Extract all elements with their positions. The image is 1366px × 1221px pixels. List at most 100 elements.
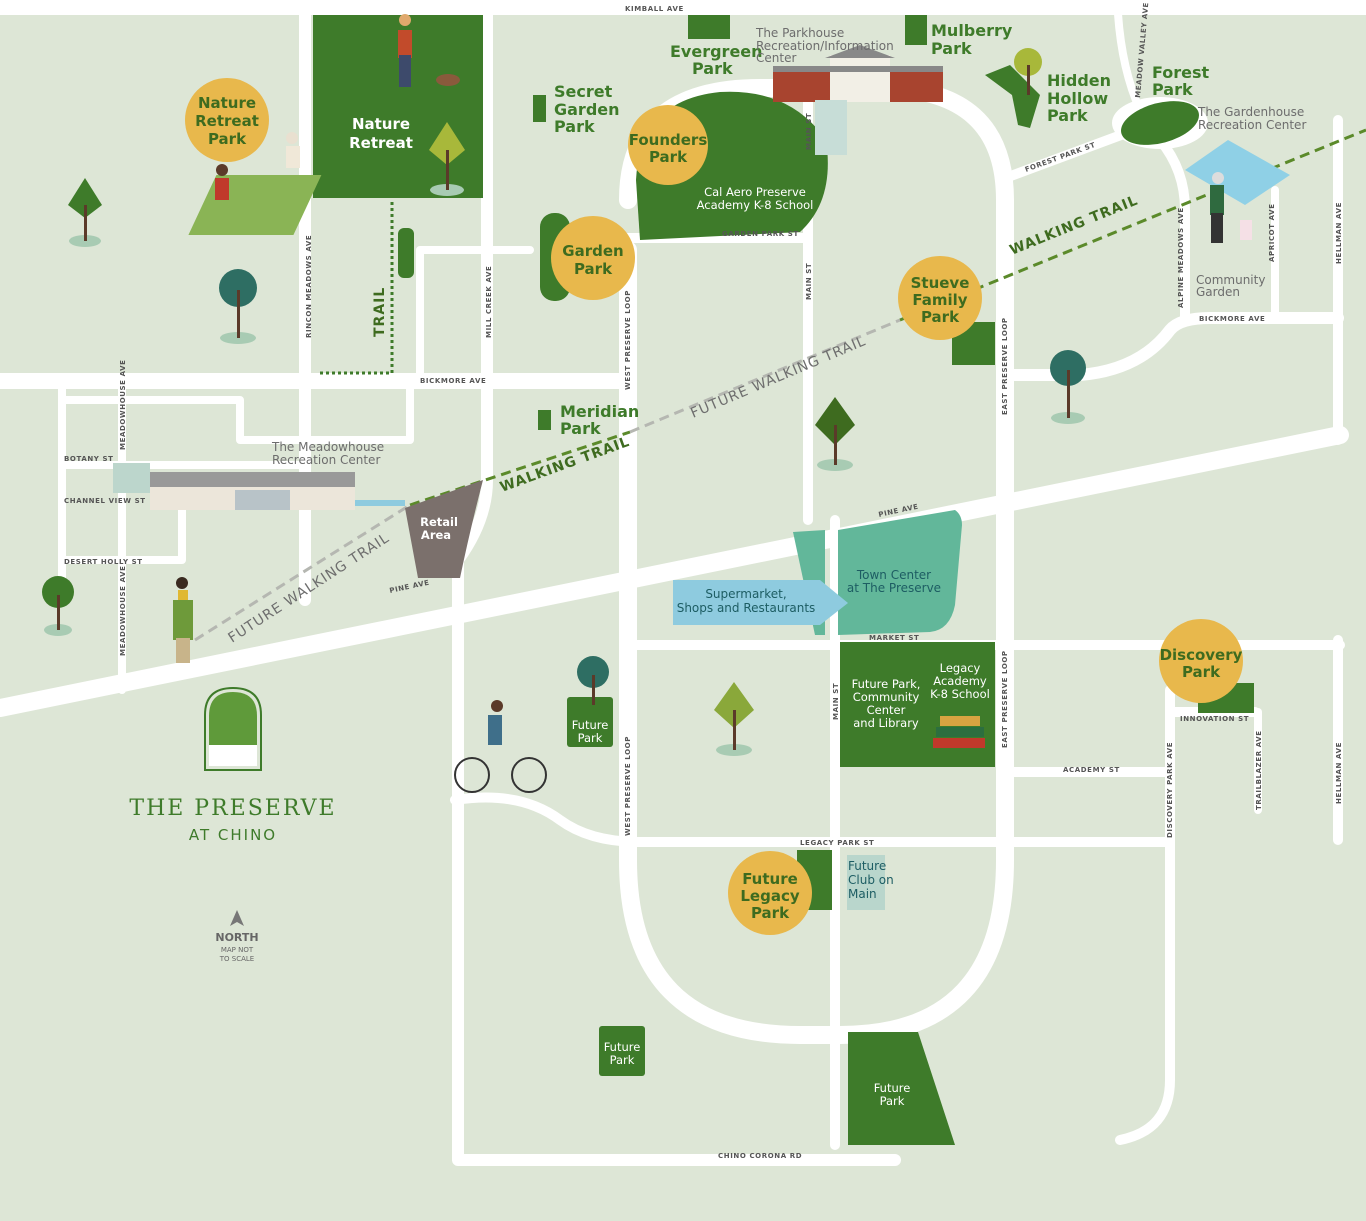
street-label: RINCON MEADOWS AVE bbox=[305, 235, 313, 338]
north-arrow-icon bbox=[230, 910, 244, 926]
street-label: CHINO CORONA RD bbox=[718, 1152, 802, 1160]
street-label: DISCOVERY PARK AVE bbox=[1166, 742, 1174, 838]
map-background-sw bbox=[0, 700, 452, 1221]
street-label: CHANNEL VIEW ST bbox=[64, 497, 146, 505]
street-label: MAIN ST bbox=[805, 113, 813, 150]
future-trail-east bbox=[629, 318, 901, 434]
future-legacy-park-marker[interactable] bbox=[728, 851, 812, 935]
tree-icon bbox=[815, 397, 855, 471]
cyclist-icon bbox=[454, 700, 547, 793]
future-trail-west bbox=[194, 503, 411, 642]
road-forest-park bbox=[995, 123, 1145, 185]
street-label: APRICOT AVE bbox=[1268, 203, 1276, 262]
person-with-dog-icon bbox=[398, 14, 460, 87]
pool-icon bbox=[1185, 140, 1290, 205]
street-label: HELLMAN AVE bbox=[1335, 202, 1343, 264]
evergreen-park-area[interactable] bbox=[688, 15, 730, 39]
street-label: WEST PRESERVE LOOP bbox=[624, 290, 632, 390]
parent-child-icon bbox=[173, 577, 193, 663]
road-preserve-loop bbox=[619, 79, 1014, 1044]
buildings bbox=[113, 45, 985, 748]
tree-icon bbox=[714, 682, 754, 756]
tree-icon bbox=[577, 656, 609, 705]
street-label: BICKMORE AVE bbox=[1199, 315, 1265, 323]
street-label: INNOVATION ST bbox=[1180, 715, 1249, 723]
supermarket-arrow[interactable] bbox=[673, 580, 848, 625]
meridian-park-area[interactable] bbox=[538, 410, 551, 430]
park-circles bbox=[185, 78, 1243, 935]
tennis-players-icon bbox=[215, 132, 300, 200]
street-label: WEST PRESERVE LOOP bbox=[624, 736, 632, 836]
logo-fence-icon bbox=[209, 745, 257, 766]
secret-garden-area[interactable] bbox=[533, 95, 546, 122]
trail-path bbox=[320, 200, 394, 375]
tree-icon bbox=[42, 576, 74, 636]
street-label: MAIN ST bbox=[832, 683, 840, 720]
street-label: EAST PRESERVE LOOP bbox=[1001, 317, 1009, 415]
tree-icon bbox=[1050, 350, 1086, 424]
scale-note: MAP NOT bbox=[221, 946, 254, 954]
street-label: ACADEMY ST bbox=[1063, 766, 1120, 774]
parkhouse-building-icon bbox=[773, 45, 943, 102]
street-label: MEADOWHOUSE AVE bbox=[119, 359, 127, 450]
mulberry-park-area[interactable] bbox=[905, 15, 927, 45]
small-park-area[interactable] bbox=[398, 228, 414, 278]
trees bbox=[42, 48, 1086, 756]
road-pine bbox=[0, 426, 1349, 717]
road-network bbox=[0, 1, 1366, 1166]
walking-trail-west bbox=[409, 430, 631, 507]
north-label: NORTH bbox=[215, 931, 258, 944]
street-label: MARKET ST bbox=[869, 634, 919, 642]
street-label: MILL CREEK AVE bbox=[485, 266, 493, 338]
discovery-park-marker[interactable] bbox=[1159, 619, 1243, 703]
meadowhouse-building-icon bbox=[113, 463, 405, 510]
founders-park-marker[interactable] bbox=[628, 105, 708, 185]
street-label: HELLMAN AVE bbox=[1335, 742, 1343, 804]
future-park-b-area[interactable] bbox=[599, 1026, 645, 1076]
retail-area[interactable] bbox=[405, 480, 483, 578]
forest-park-area[interactable] bbox=[1116, 93, 1204, 152]
town-center-area[interactable] bbox=[838, 510, 962, 635]
street-label: TRAILBLAZER AVE bbox=[1255, 730, 1263, 810]
road-residential-west bbox=[58, 246, 534, 694]
trail-label: TRAIL bbox=[372, 287, 388, 337]
street-label: MAIN ST bbox=[805, 263, 813, 300]
logo: THE PRESERVE AT CHINO bbox=[129, 686, 336, 844]
logo-subtitle: AT CHINO bbox=[189, 826, 277, 844]
future-park-a-area[interactable] bbox=[567, 697, 613, 747]
stueve-park-marker[interactable] bbox=[898, 256, 982, 340]
nature-retreat-park-marker[interactable] bbox=[185, 78, 269, 162]
supermarket-label: Supermarket,Shops and Restaurants bbox=[677, 587, 816, 615]
logo-emblem bbox=[204, 686, 262, 771]
parkhouse-plaza bbox=[815, 100, 847, 155]
tree-icon bbox=[68, 178, 102, 247]
garden-park-marker[interactable] bbox=[551, 216, 635, 300]
tree-icon bbox=[429, 122, 465, 196]
future-park-c-area[interactable] bbox=[848, 1032, 955, 1145]
street-label: BOTANY ST bbox=[64, 455, 114, 463]
hidden-hollow-area[interactable] bbox=[985, 65, 1040, 128]
road-bickmore-east bbox=[999, 312, 1344, 381]
logo-title: THE PRESERVE bbox=[129, 796, 336, 821]
future-club-area[interactable] bbox=[847, 855, 885, 910]
